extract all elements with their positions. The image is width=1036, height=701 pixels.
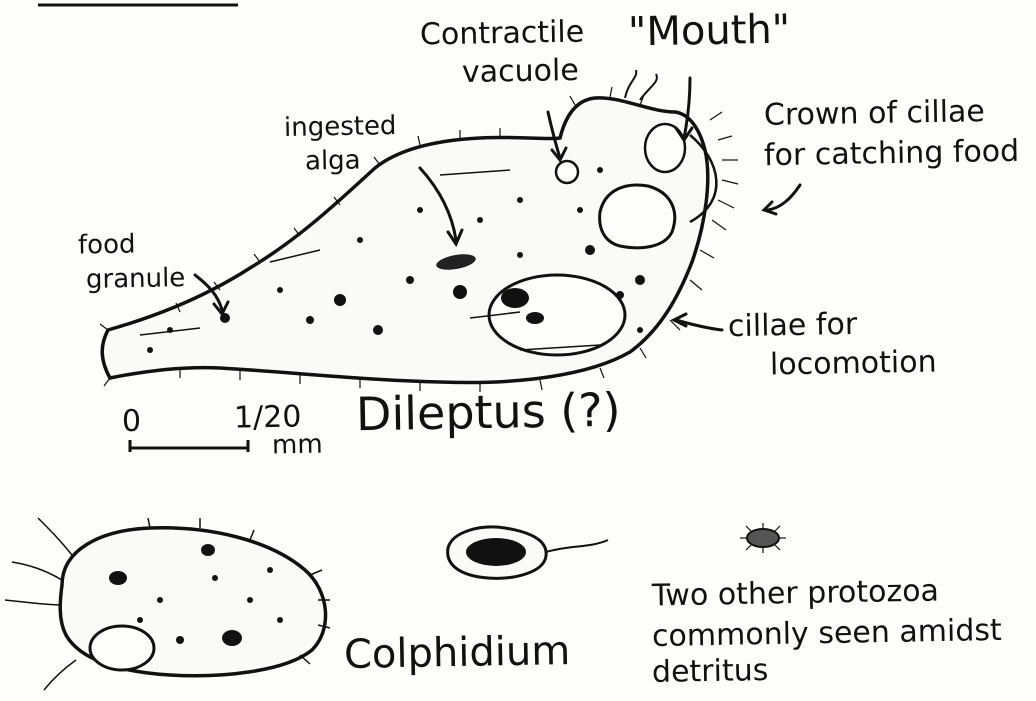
label-ingested-line2: alga (305, 148, 361, 176)
label-contractile-line1: Contractile (420, 17, 585, 51)
nucleus-spot-2 (526, 312, 544, 324)
label-crown-line2: for catching food (764, 136, 1020, 172)
colphidium-title: Colphidium (344, 630, 571, 676)
others-caption-line3: detritus (652, 655, 769, 689)
others-caption-line2: commonly seen amidst (652, 615, 1002, 653)
flagellum (546, 540, 608, 552)
label-contractile-line2: vacuole (462, 55, 579, 89)
label-granule-line1: food (78, 232, 136, 260)
label-ingested-line1: ingested (284, 113, 397, 142)
scale-bar (130, 440, 248, 452)
contractile-vacuole (556, 161, 578, 183)
dileptus-title: Dileptus (?) (356, 386, 621, 439)
flagellate-protozoan (448, 527, 608, 578)
label-crown-line1: Crown of cillae (764, 96, 985, 131)
label-mouth: "Mouth" (628, 9, 791, 54)
label-granule-line2: granule (86, 265, 186, 294)
nucleus (489, 275, 625, 355)
oral-curl (625, 70, 657, 100)
colphidium-cell (5, 518, 330, 690)
mouth-region (600, 185, 675, 248)
scale-unit: mm (272, 432, 323, 460)
dileptus-cell (100, 70, 738, 392)
nucleus-spot (501, 288, 529, 308)
flagellate-nucleus (466, 538, 526, 566)
label-locomotion-line1: cillae for (728, 309, 858, 343)
scale-zero: 0 (122, 406, 142, 438)
others-caption-line1: Two other protozoa (652, 575, 939, 612)
spiky-protozoan (740, 523, 786, 553)
colphidium-vacuole (90, 626, 154, 670)
label-locomotion-line2: locomotion (770, 347, 937, 381)
arrow-crown (768, 185, 800, 210)
